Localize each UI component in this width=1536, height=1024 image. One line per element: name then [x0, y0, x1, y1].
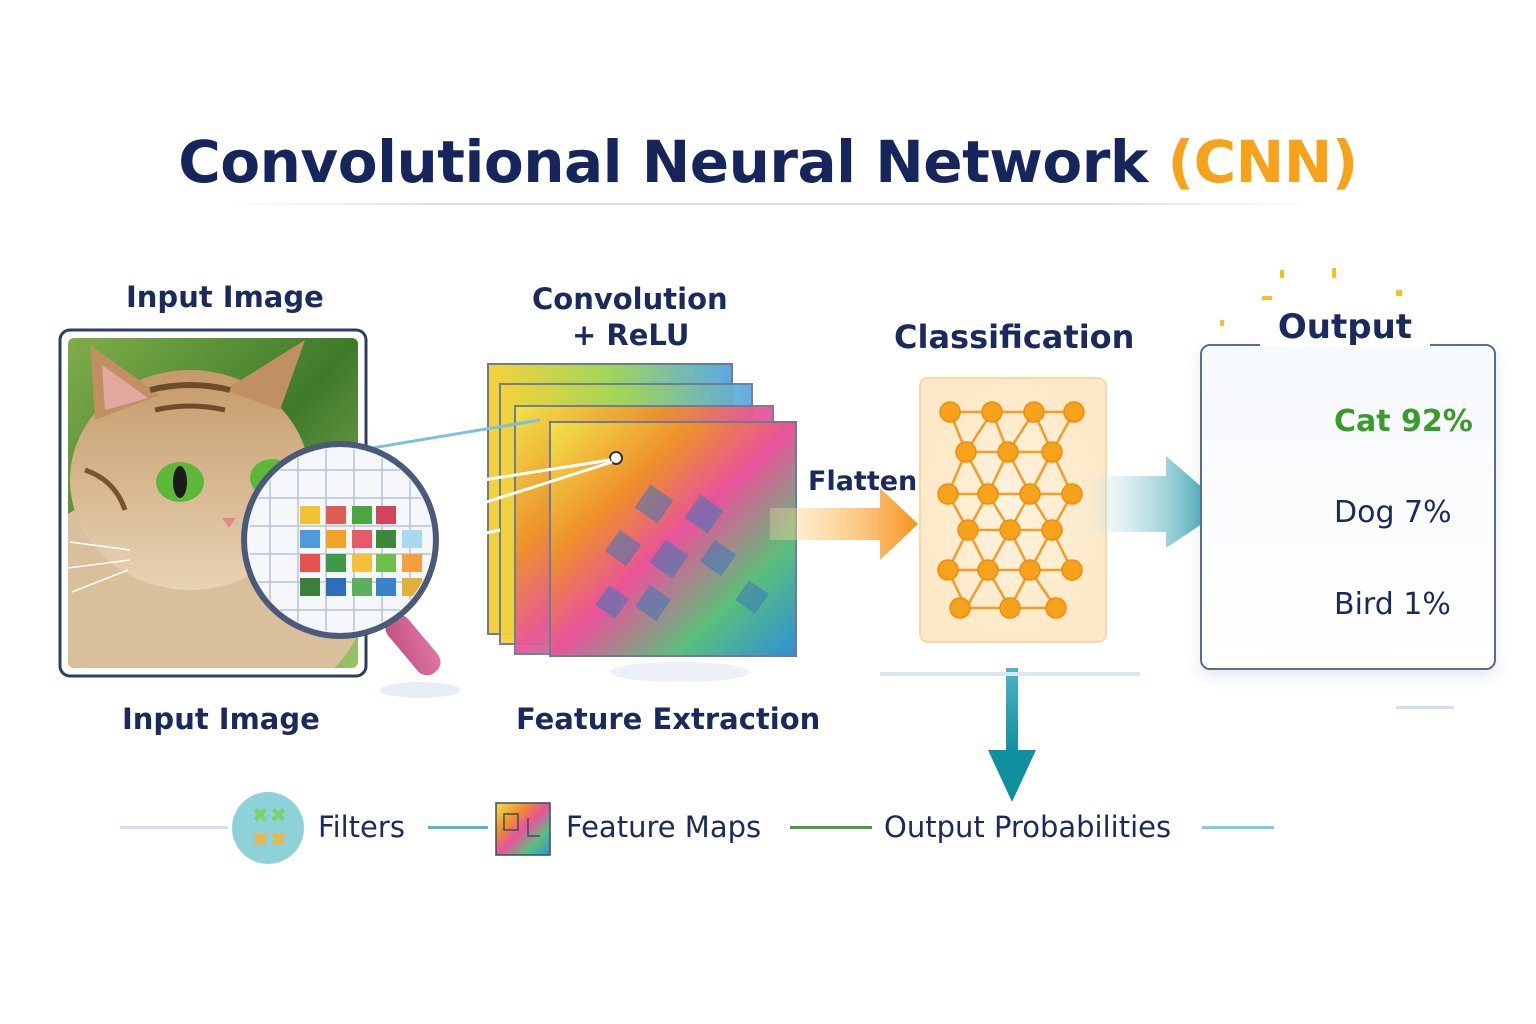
feature-maps-icon — [495, 802, 551, 856]
flatten-arrow — [770, 488, 918, 560]
projection-lines — [359, 418, 613, 547]
title-main: Convolutional Neural Network — [178, 128, 1148, 196]
page-title: Convolutional Neural Network (CNN) — [0, 128, 1536, 196]
title-accent: (CNN) — [1167, 128, 1359, 196]
svg-text:✖: ✖ — [252, 803, 269, 827]
output-label-bird: Bird 1% — [1334, 587, 1451, 622]
classification-label: Classification — [894, 318, 1135, 356]
output-title: Output — [1260, 307, 1430, 347]
output-label-dog: Dog 7% — [1334, 495, 1452, 530]
convolution-label: Convolution — [532, 282, 728, 316]
output-panel — [1200, 344, 1496, 670]
output-label-cat: Cat 92% — [1334, 404, 1473, 439]
magnifier — [241, 441, 441, 676]
classification-network — [919, 377, 1107, 643]
flatten-label: Flatten — [808, 466, 918, 497]
input-image-label-top: Input Image — [126, 280, 324, 314]
legend-output-probabilities: Output Probabilities — [884, 810, 1172, 844]
output-arrow — [1092, 456, 1226, 548]
output-row-dog: Dog 7% — [1238, 477, 1498, 547]
svg-text:✖: ✖ — [252, 827, 269, 851]
svg-text:✖: ✖ — [270, 827, 287, 851]
input-image-label-bottom: Input Image — [122, 702, 320, 736]
svg-text:✖: ✖ — [270, 803, 287, 827]
output-row-bird: Bird 1% — [1238, 569, 1498, 639]
legend-filters: Filters — [318, 810, 405, 844]
filters-icon: ✖ ✖ ✖ ✖ — [232, 792, 304, 864]
feature-extraction-label: Feature Extraction — [516, 702, 821, 736]
down-arrow — [988, 668, 1036, 802]
feature-map-stack — [487, 363, 797, 657]
sparkles — [1220, 268, 1402, 326]
title-divider — [230, 203, 1310, 205]
output-row-cat: Cat 92% — [1238, 386, 1498, 456]
legend-feature-maps: Feature Maps — [566, 810, 762, 844]
relu-label: + ReLU — [572, 318, 690, 352]
legend-lines — [120, 826, 1274, 829]
